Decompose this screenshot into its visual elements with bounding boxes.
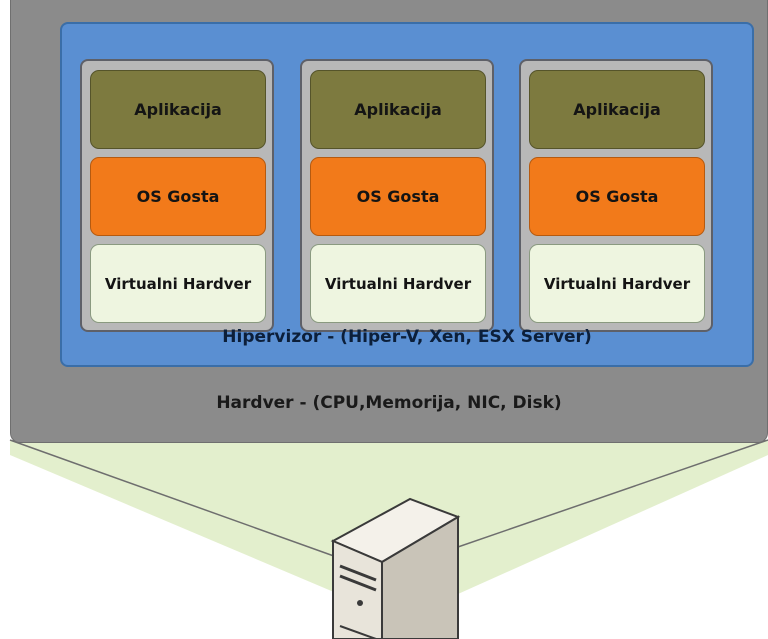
guest-os-layer: OS Gosta [310, 157, 486, 236]
virtual-machine-2: Aplikacija OS Gosta Virtualni Hardver [300, 59, 494, 332]
virtual-machine-1: Aplikacija OS Gosta Virtualni Hardver [80, 59, 274, 332]
hypervisor-layer: Aplikacija OS Gosta Virtualni Hardver Ap… [60, 22, 754, 367]
hardware-layer: Aplikacija OS Gosta Virtualni Hardver Ap… [10, 0, 768, 443]
virtual-machine-3: Aplikacija OS Gosta Virtualni Hardver [519, 59, 713, 332]
application-layer: Aplikacija [529, 70, 705, 149]
virtual-hardware-layer: Virtualni Hardver [529, 244, 705, 323]
hypervisor-label: Hipervizor - (Hiper-V, Xen, ESX Server) [222, 327, 592, 347]
virtual-hardware-layer: Virtualni Hardver [90, 244, 266, 323]
guest-os-layer: OS Gosta [529, 157, 705, 236]
application-layer: Aplikacija [90, 70, 266, 149]
application-layer: Aplikacija [310, 70, 486, 149]
guest-os-layer: OS Gosta [90, 157, 266, 236]
hardware-label: Hardver - (CPU,Memorija, NIC, Disk) [216, 393, 562, 413]
virtual-hardware-layer: Virtualni Hardver [310, 244, 486, 323]
